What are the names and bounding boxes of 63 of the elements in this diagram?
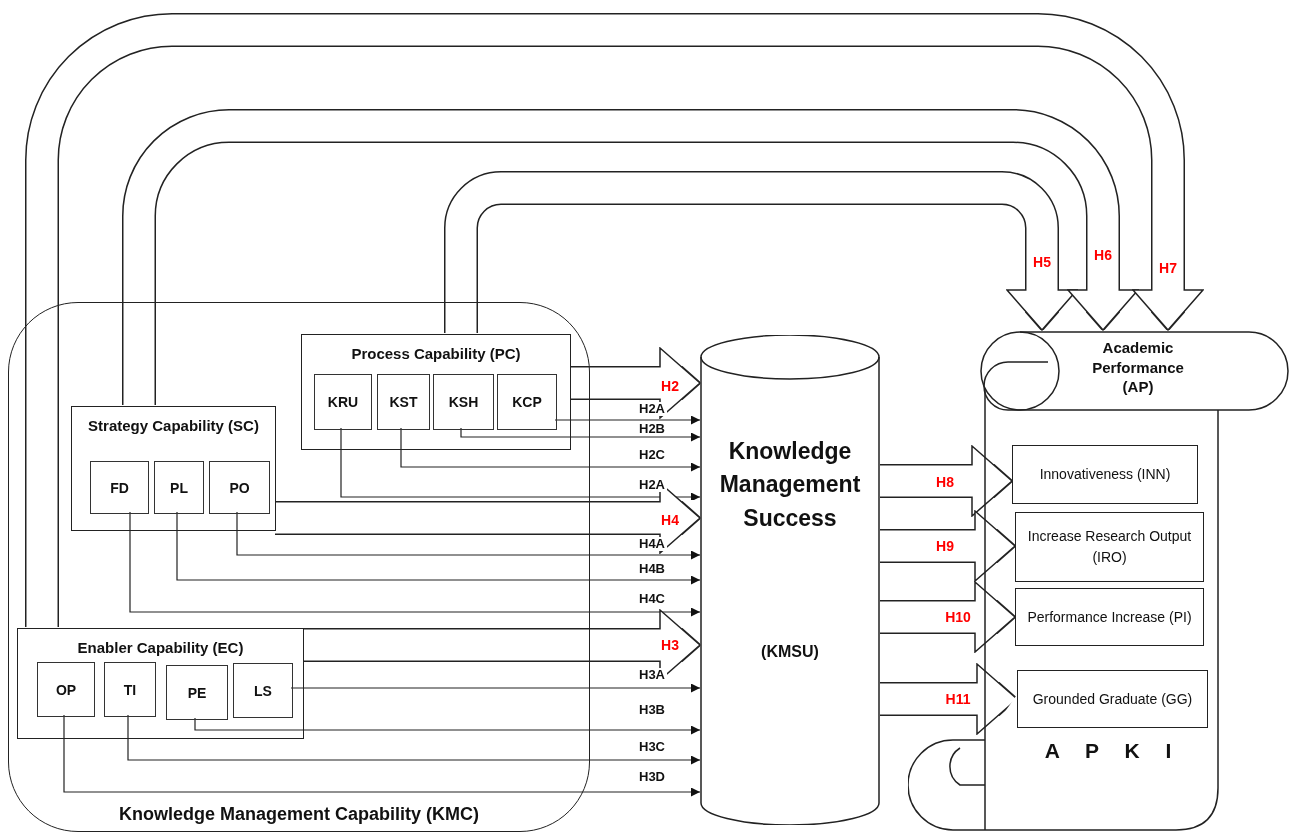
edge-label: H9 — [936, 538, 954, 554]
indicator-box — [166, 665, 228, 720]
indicator-box — [497, 374, 557, 430]
indicator-label: PO — [229, 479, 250, 496]
indicator-box — [233, 663, 293, 718]
outcome-box — [1015, 588, 1204, 646]
indicator-box — [377, 374, 430, 430]
indicator-label: PL — [170, 479, 188, 496]
cylinder-abbreviation: (KMSU) — [760, 642, 820, 662]
outcome-label: Performance Increase (PI) — [1027, 607, 1192, 627]
indicator-label: TI — [123, 681, 137, 698]
edge-label: H3D — [637, 770, 667, 784]
indicator-box — [154, 461, 204, 514]
edge-label: H3 — [661, 637, 679, 653]
edge-label: H8 — [936, 474, 954, 490]
edge-label: H3A — [637, 668, 667, 682]
indicator-label: OP — [55, 681, 77, 698]
edge-label: H2B — [637, 422, 667, 436]
indicator-label: KST — [389, 394, 418, 410]
edge-label: H4A — [637, 537, 667, 551]
indicator-box — [433, 374, 494, 430]
indicator-box — [104, 662, 156, 717]
indicator-label: PE — [187, 684, 207, 701]
outcome-box — [1015, 512, 1204, 582]
scroll-title: Academic Performance (AP) — [1091, 338, 1185, 397]
box-title: Enabler Capability (EC) — [76, 639, 245, 657]
indicator-box — [209, 461, 270, 514]
indicator-box — [37, 662, 95, 717]
indicator-box — [314, 374, 372, 430]
edge-label: H5 — [1033, 254, 1051, 270]
outcome-box — [1017, 670, 1208, 728]
indicator-label: FD — [110, 479, 129, 496]
capability-box — [301, 334, 571, 450]
capability-group — [8, 302, 590, 832]
indicator-label: LS — [254, 682, 272, 699]
indicator-label: KCP — [512, 394, 542, 410]
edge-label: H6 — [1094, 247, 1112, 263]
group-title: Knowledge Management Capability (KMC) — [118, 804, 480, 825]
edge-label: H4 — [661, 512, 679, 528]
capability-box — [17, 628, 304, 739]
edge-label: H2A — [637, 478, 667, 492]
edge-label: H2C — [637, 448, 667, 462]
box-title: Process Capability (PC) — [350, 345, 522, 363]
indicator-label: KRU — [327, 394, 359, 410]
outcome-label: Grounded Graduate (GG) — [1032, 689, 1193, 709]
outcome-label: Innovativeness (INN) — [1039, 465, 1171, 484]
cylinder-title: Knowledge Management Success — [718, 437, 862, 533]
edge-label: H3B — [637, 703, 667, 717]
indicator-label: KSH — [448, 394, 479, 410]
edge-label: H2 — [661, 378, 679, 394]
scroll-footer-text: A P K I — [1043, 740, 1173, 761]
box-title: Strategy Capability (SC) — [87, 417, 260, 435]
outcome-box — [1012, 445, 1198, 504]
edge-label: H11 — [945, 691, 971, 707]
indicator-box — [90, 461, 149, 514]
edge-label: H10 — [945, 609, 971, 625]
capability-box — [71, 406, 276, 531]
edge-label: H4C — [637, 592, 667, 606]
outcome-label: Increase Research Output (IRO) — [1026, 527, 1193, 567]
edge-label: H7 — [1159, 260, 1177, 276]
edge-label: H3C — [637, 740, 667, 754]
edge-label: H4B — [637, 562, 667, 576]
edge-label: H2A — [637, 402, 667, 416]
